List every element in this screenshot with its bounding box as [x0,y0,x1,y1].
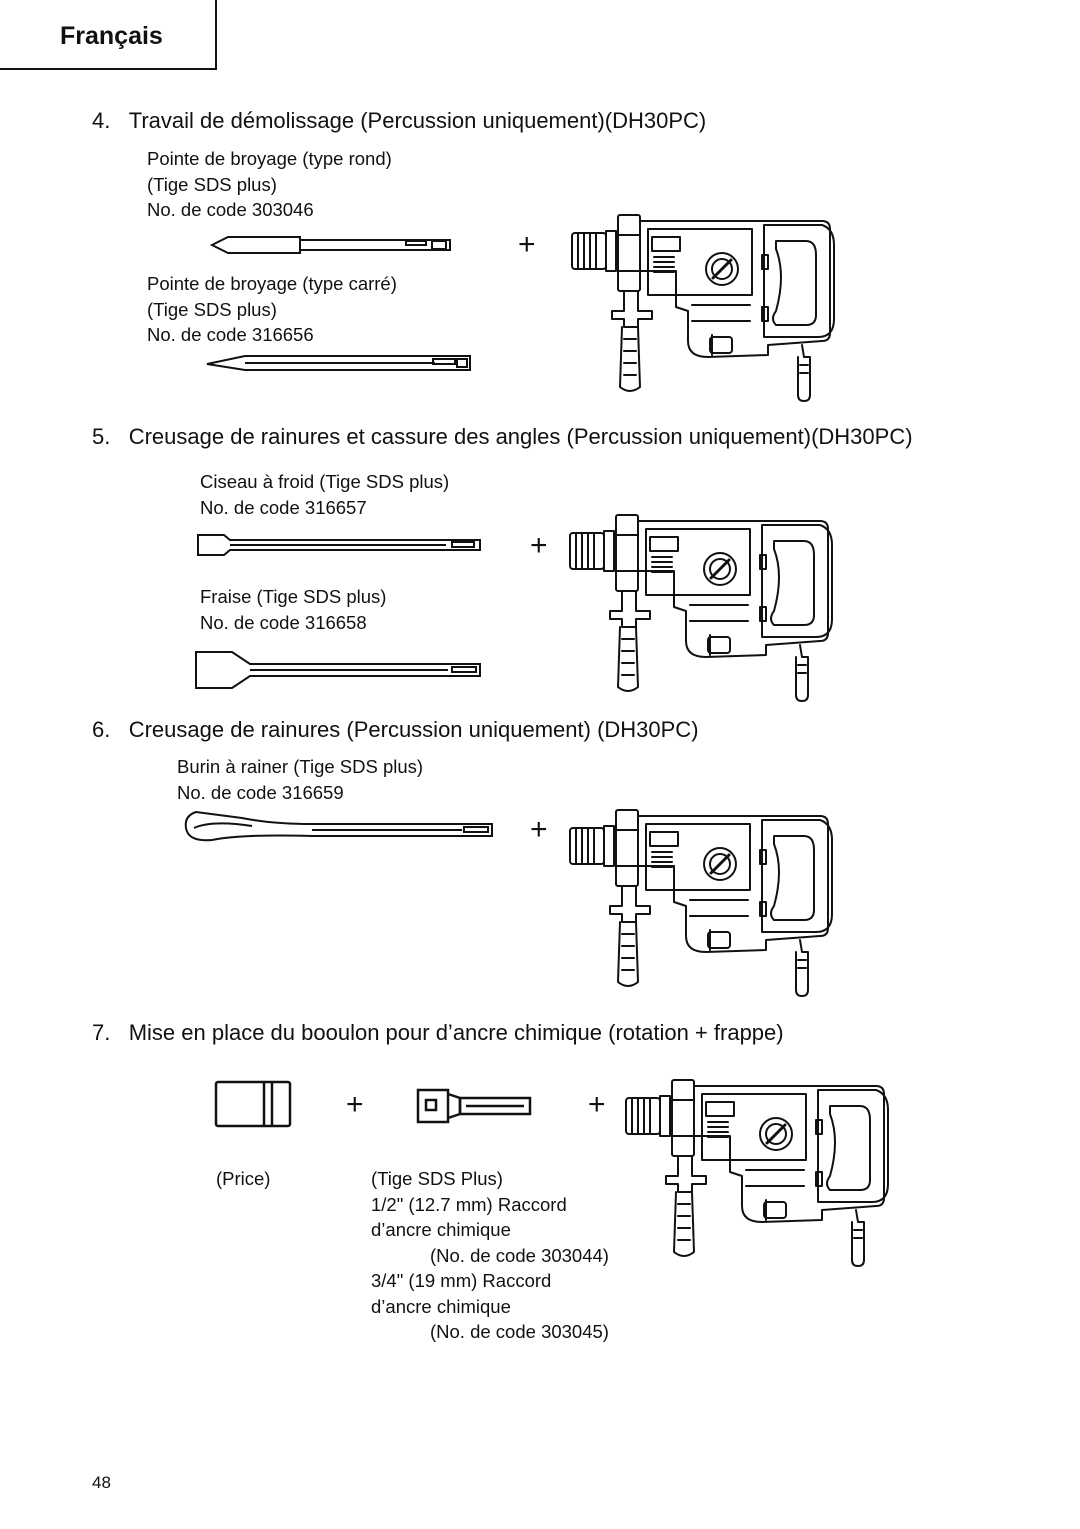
section-title: Travail de démolissage (Percussion uniqu… [128,108,707,133]
caption-line: No. de code 316659 [177,781,344,803]
caption-line: 1/2" (12.7 mm) Raccord [371,1193,567,1215]
item-caption: Burin à rainer (Tige SDS plus) No. de co… [177,754,423,805]
item-caption: (Tige SDS Plus) 1/2" (12.7 mm) Raccord d… [371,1166,609,1345]
caption-line: Burin à rainer (Tige SDS plus) [177,756,424,777]
item-caption: Pointe de broyage (type rond) (Tige SDS … [147,146,392,223]
caption-line: Fraise (Tige SDS plus) [200,586,387,607]
item-caption: Fraise (Tige SDS plus) No. de code 31665… [200,584,386,635]
item-caption: (Price) [216,1166,270,1192]
section-number: 7. [92,1020,111,1045]
section-6-heading: 6. Creusage de rainures (Percussion uniq… [92,717,699,743]
caption-line: Ciseau à froid (Tige SDS plus) [200,471,450,492]
section-number: 5. [92,424,111,449]
caption-line: No. de code 316658 [200,611,367,633]
section-title: Mise en place du booulon pour d’ancre ch… [128,1020,784,1045]
hammer-drill-icon [568,808,834,998]
caption-line: (No. de code 303045) [430,1321,609,1342]
caption-line: (Tige SDS plus) [147,298,277,320]
caption-line: (Tige SDS plus) [147,173,277,195]
caption-line: d’ancre chimique [371,1219,511,1240]
caption-line: d’ancre chimique [371,1295,511,1317]
section-number: 4. [92,108,111,133]
plus-sign: + [530,813,548,846]
caption-line: (Tige SDS Plus) [371,1168,503,1189]
section-number: 6. [92,717,111,742]
plus-sign: + [588,1088,606,1121]
section-title: Creusage de rainures et cassure des angl… [128,424,913,449]
section-7-heading: 7. Mise en place du booulon pour d’ancre… [92,1020,784,1046]
caption-line: No. de code 316657 [200,496,367,518]
section-title: Creusage de rainures (Percussion uniquem… [128,717,699,742]
plus-sign: + [530,529,548,562]
item-caption: Pointe de broyage (type carré) (Tige SDS… [147,271,397,348]
page-number: 48 [92,1473,111,1492]
item-caption: Ciseau à froid (Tige SDS plus) No. de co… [200,469,449,520]
hammer-drill-icon [624,1078,890,1268]
cold-chisel-icon [197,534,481,556]
caption-line: Pointe de broyage (type rond) [147,148,392,169]
sds-adapter-icon [416,1088,532,1124]
caption-line: No. de code 316656 [147,324,314,345]
language-tab: Français [0,0,217,70]
language-label: Français [60,22,163,50]
socket-icon [214,1080,292,1128]
section-4-heading: 4. Travail de démolissage (Percussion un… [92,108,706,134]
caption-line: 3/4" (19 mm) Raccord [371,1270,552,1291]
hammer-drill-icon [570,213,836,403]
gouge-chisel-icon [184,810,493,842]
hammer-drill-icon [568,513,834,703]
plus-sign: + [518,228,536,261]
caption-line: No. de code 303046 [147,199,314,220]
section-5-heading: 5. Creusage de rainures et cassure des a… [92,424,913,450]
caption-line: (No. de code 303044) [430,1244,609,1266]
caption-line: (Price) [216,1168,271,1189]
plus-sign: + [346,1088,364,1121]
caption-line: Pointe de broyage (type carré) [147,273,397,294]
spade-chisel-icon [195,651,481,689]
round-point-bit-icon [209,236,451,254]
square-point-bit-icon [206,355,471,371]
